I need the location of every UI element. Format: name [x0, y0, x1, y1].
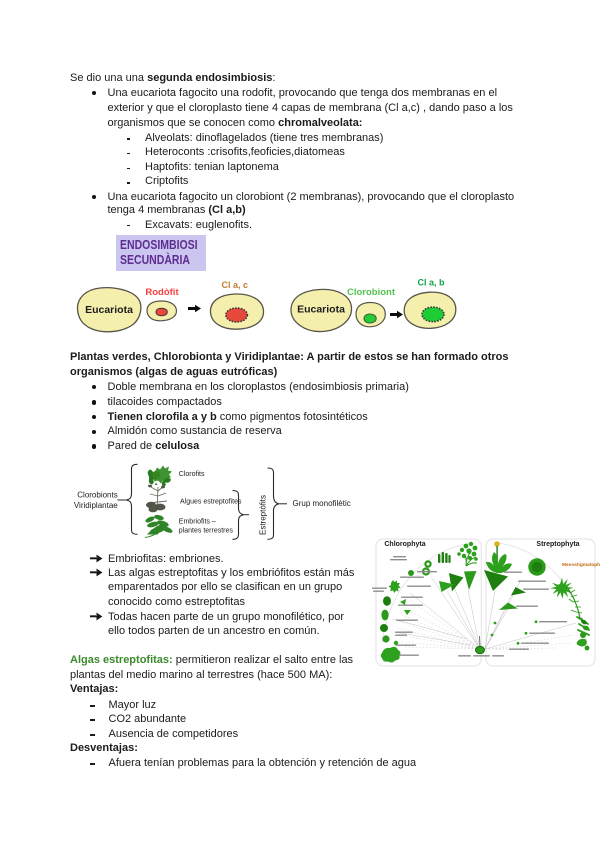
svg-text:Cl a, b: Cl a, b [417, 277, 445, 287]
svg-text:plantes terrestres: plantes terrestres [179, 527, 234, 534]
svg-text:Chlorophyta: Chlorophyta [384, 541, 425, 548]
svg-text:Cl a, c: Cl a, c [222, 280, 249, 290]
svg-text:Algues estreptofites: Algues estreptofites [180, 499, 242, 506]
svg-text:Eucariota: Eucariota [297, 304, 345, 316]
svg-text:Estreptòfits: Estreptòfits [259, 495, 268, 535]
svg-text:Embriofits –: Embriofits – [179, 519, 216, 526]
svg-text:Eucariota: Eucariota [85, 304, 133, 316]
svg-text:Viridiplantae: Viridiplantae [74, 501, 118, 510]
svg-text:Clorofits: Clorofits [179, 471, 205, 478]
svg-text:Streptophyta: Streptophyta [536, 541, 579, 548]
svg-text:Clorobiont: Clorobiont [347, 287, 396, 298]
svg-text:Rodòfit: Rodòfit [145, 287, 179, 298]
svg-text:Clorobionts: Clorobionts [77, 491, 117, 500]
svg-text:Mesostigmatophytina: Mesostigmatophytina [562, 562, 600, 568]
svg-text:Grup monofilètic: Grup monofilètic [293, 499, 351, 508]
